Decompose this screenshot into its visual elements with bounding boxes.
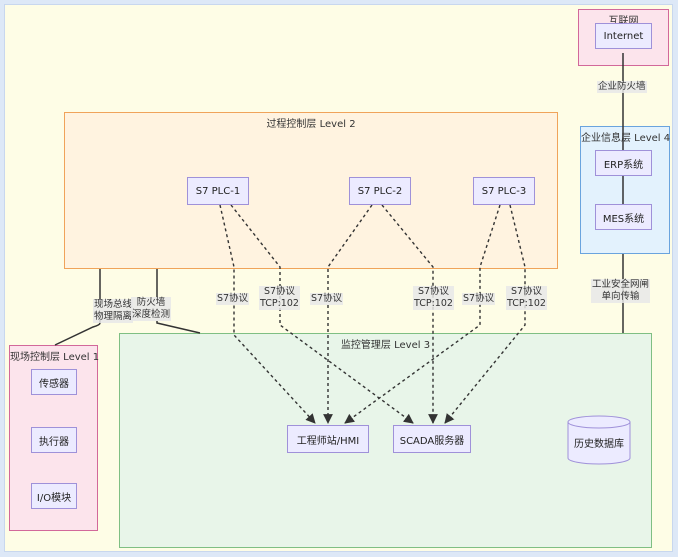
node-scada: SCADA服务器 — [393, 425, 471, 453]
node-plc1-label: S7 PLC-1 — [195, 185, 241, 197]
edge-label-s7-b: S7协议 — [310, 293, 344, 305]
database-icon — [567, 415, 631, 465]
node-actuator-label: 执行器 — [39, 436, 69, 448]
diagram-canvas: 互联网 企业信息层 Level 4 过程控制层 Level 2 监控管理层 Le… — [4, 4, 673, 552]
edge-plc1-hmi — [219, 204, 316, 424]
edge-label-firewall-inspection: 防火墙 深度检测 — [131, 297, 172, 321]
edge-plc1-scada — [230, 204, 414, 424]
node-scada-label: SCADA服务器 — [399, 435, 465, 447]
node-plc2-label: S7 PLC-2 — [357, 185, 403, 197]
edge-label-s7-a: S7协议 — [216, 293, 250, 305]
node-erp: ERP系统 — [595, 150, 652, 176]
cluster-level4-title: 企业信息层 Level 4 — [581, 133, 671, 144]
node-internet-label: Internet — [603, 30, 644, 42]
node-hmi-label: 工程师站/HMI — [296, 435, 360, 447]
node-mes: MES系统 — [595, 204, 652, 230]
cluster-level3-title: 监控管理层 Level 3 — [340, 340, 431, 351]
edges-layer — [54, 53, 624, 424]
node-io-label: I/O模块 — [36, 492, 72, 504]
cluster-internet-title: 互联网 — [608, 16, 639, 27]
node-sensor: 传感器 — [31, 369, 77, 395]
cluster-level3: 监控管理层 Level 3 — [119, 333, 652, 548]
node-sensor-label: 传感器 — [39, 378, 69, 390]
node-mes-label: MES系统 — [602, 213, 645, 225]
edge-label-security-gateway: 工业安全网闸 单向传输 — [591, 279, 651, 303]
edge-label-s7tcp-b: S7协议 TCP:102 — [413, 286, 454, 310]
edge-label-fieldbus: 现场总线 物理隔离 — [93, 299, 134, 323]
cluster-level2-title: 过程控制层 Level 2 — [266, 119, 356, 130]
node-plc3: S7 PLC-3 — [473, 177, 535, 205]
edge-label-s7tcp-a: S7协议 TCP:102 — [259, 286, 300, 310]
node-plc2: S7 PLC-2 — [349, 177, 411, 205]
node-hmi: 工程师站/HMI — [287, 425, 369, 453]
edge-label-s7-c: S7协议 — [462, 293, 496, 305]
edge-plc3-hmi — [344, 204, 501, 424]
node-plc1: S7 PLC-1 — [187, 177, 249, 205]
edge-plc3-scada — [444, 204, 526, 424]
edge-plc2-scada — [381, 204, 438, 424]
edge-firewall-level3 — [156, 321, 201, 334]
edge-label-s7tcp-c: S7协议 TCP:102 — [506, 286, 547, 310]
edge-fieldbus-level1 — [54, 317, 101, 346]
node-plc3-label: S7 PLC-3 — [481, 185, 527, 197]
node-erp-label: ERP系统 — [603, 159, 644, 171]
node-internet: Internet — [595, 23, 652, 49]
node-historian-label: 历史数据库 — [574, 439, 624, 450]
edge-plc2-hmi — [323, 204, 373, 424]
node-actuator: 执行器 — [31, 427, 77, 453]
edge-label-enterprise-firewall: 企业防火墙 — [597, 81, 647, 93]
cluster-level4: 企业信息层 Level 4 — [580, 126, 670, 254]
node-historian: 历史数据库 — [567, 415, 631, 465]
cluster-level1-title: 现场控制层 Level 1 — [10, 352, 100, 363]
node-io: I/O模块 — [31, 483, 77, 509]
